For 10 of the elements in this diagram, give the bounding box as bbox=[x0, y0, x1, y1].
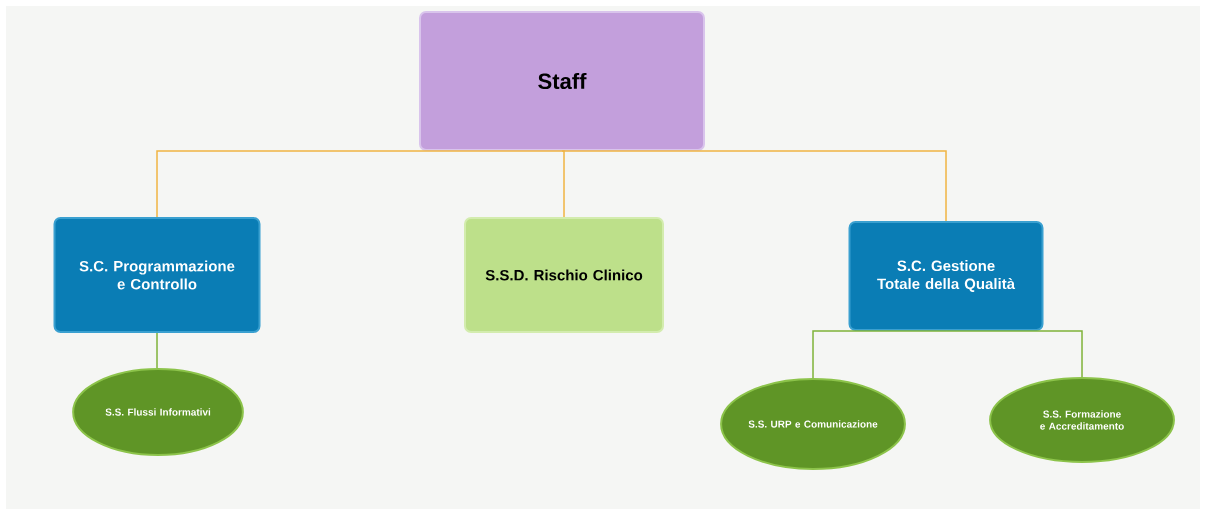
org-box: S.C. Gestione Totale della Qualità bbox=[848, 221, 1044, 331]
connector-line bbox=[812, 330, 947, 379]
connector-line bbox=[561, 150, 947, 222]
connector-line bbox=[156, 332, 158, 369]
org-box: S.S.D. Rischio Clinico bbox=[464, 217, 664, 333]
connector-line bbox=[561, 150, 565, 218]
org-box: S.C. Programmazione e Controllo bbox=[53, 217, 261, 333]
org-box: Staff bbox=[419, 11, 705, 151]
connector-line bbox=[156, 150, 563, 218]
connector-line bbox=[945, 330, 1083, 378]
